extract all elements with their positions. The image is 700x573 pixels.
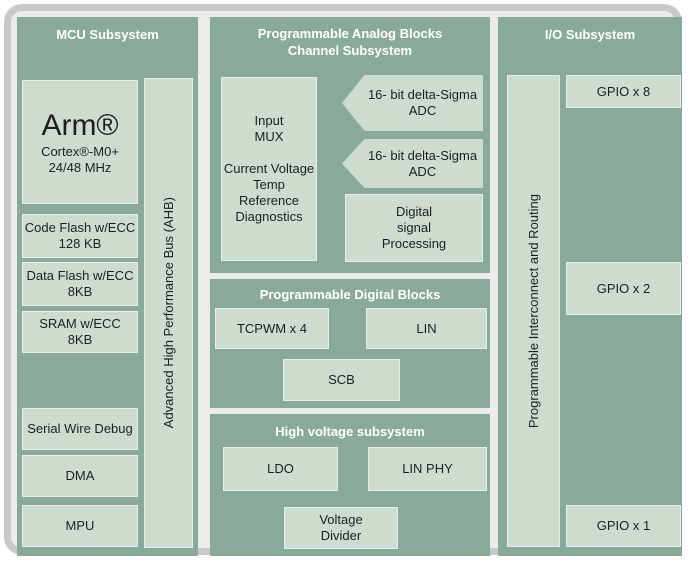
panel-analog-channel-subsystem: Programmable Analog Blocks Channel Subsy… bbox=[210, 17, 490, 273]
sram-label: SRAM w/ECC bbox=[39, 316, 121, 331]
code-flash-size: 128 KB bbox=[58, 236, 102, 251]
digital-blocks-title: Programmable Digital Blocks bbox=[259, 287, 441, 302]
block-digital-signal-processing: Digital signal Processing bbox=[345, 194, 483, 262]
gpio-x1-label: GPIO x 1 bbox=[596, 518, 651, 533]
block-tcpwm: TCPWM x 4 bbox=[215, 308, 329, 349]
block-ldo: LDO bbox=[223, 447, 338, 491]
input-mux-line5: Reference bbox=[239, 193, 299, 208]
block-data-flash: Data Flash w/ECC 8KB bbox=[22, 262, 138, 306]
serial-wire-debug-label: Serial Wire Debug bbox=[27, 421, 133, 436]
gpio-x8-label: GPIO x 8 bbox=[596, 83, 651, 99]
block-serial-wire-debug: Serial Wire Debug bbox=[22, 408, 138, 450]
code-flash-label: Code Flash w/ECC bbox=[24, 220, 136, 235]
block-gpio-x2: GPIO x 2 bbox=[566, 262, 681, 315]
block-sram: SRAM w/ECC 8KB bbox=[22, 311, 138, 353]
input-mux-line4: Temp bbox=[253, 177, 285, 192]
scb-label: SCB bbox=[328, 372, 355, 387]
sram-size: 8KB bbox=[67, 332, 93, 347]
ahb-bus-label: Advanced High Performance Bus (AHB) bbox=[160, 197, 176, 429]
input-mux-line3: Current Voltage bbox=[223, 161, 315, 176]
mpu-label: MPU bbox=[65, 518, 95, 533]
dsp-line1: Digital bbox=[395, 204, 433, 219]
adc1-line2: ADC bbox=[408, 103, 437, 118]
io-subsystem-title: I/O Subsystem bbox=[544, 27, 636, 42]
panel-high-voltage-subsystem: High voltage subsystem LDO LIN PHY Volta… bbox=[210, 414, 490, 556]
ldo-label: LDO bbox=[267, 461, 294, 476]
block-gpio-x1: GPIO x 1 bbox=[566, 505, 681, 547]
block-arm-cpu: Arm® Cortex®-M0+ 24/48 MHz bbox=[22, 80, 138, 204]
voltage-divider-line2: Divider bbox=[320, 528, 362, 543]
dsp-line2: signal bbox=[397, 220, 431, 235]
block-lin-phy: LIN PHY bbox=[368, 447, 487, 491]
voltage-divider-line1: Voltage bbox=[319, 512, 363, 527]
block-scb: SCB bbox=[283, 359, 400, 401]
tcpwm-label: TCPWM x 4 bbox=[236, 320, 308, 336]
data-flash-label: Data Flash w/ECC bbox=[26, 268, 134, 283]
block-dma: DMA bbox=[22, 455, 138, 497]
block-delta-sigma-adc-1: 16- bit delta-Sigma ADC bbox=[342, 75, 483, 131]
lin-label: LIN bbox=[416, 320, 437, 336]
adc2-line1: 16- bit delta-Sigma bbox=[367, 147, 478, 163]
analog-title-line2: Channel Subsystem bbox=[287, 43, 413, 58]
block-delta-sigma-adc-2: 16- bit delta-Sigma ADC bbox=[342, 139, 483, 188]
block-mpu: MPU bbox=[22, 505, 138, 547]
dsp-line3: Processing bbox=[381, 236, 447, 251]
adc2-line2: ADC bbox=[408, 163, 437, 179]
high-voltage-title: High voltage subsystem bbox=[275, 424, 425, 439]
interconnect-routing-label: Programmable Interconnect and Routing bbox=[525, 193, 541, 429]
cpu-core: Cortex®-M0+ bbox=[41, 144, 119, 159]
panel-digital-blocks: Programmable Digital Blocks TCPWM x 4 LI… bbox=[210, 279, 490, 408]
interconnect-routing-bar: Programmable Interconnect and Routing bbox=[507, 75, 560, 547]
gpio-x2-label: GPIO x 2 bbox=[596, 280, 651, 296]
input-mux-line6: Diagnostics bbox=[235, 209, 303, 224]
input-mux-line1: Input bbox=[254, 113, 284, 128]
cpu-frequency: 24/48 MHz bbox=[48, 160, 112, 175]
ahb-bus-bar: Advanced High Performance Bus (AHB) bbox=[144, 78, 193, 548]
block-gpio-x8: GPIO x 8 bbox=[566, 75, 681, 108]
block-lin: LIN bbox=[366, 308, 487, 349]
dma-label: DMA bbox=[65, 468, 95, 483]
panel-io-subsystem: I/O Subsystem Programmable Interconnect … bbox=[498, 17, 682, 556]
block-input-mux: Input MUX Current Voltage Temp Reference… bbox=[221, 77, 317, 261]
mcu-subsystem-title: MCU Subsystem bbox=[56, 27, 159, 42]
adc1-line1: 16- bit delta-Sigma bbox=[367, 87, 478, 102]
cpu-name: Arm® bbox=[41, 109, 119, 142]
analog-title-line1: Programmable Analog Blocks bbox=[257, 26, 443, 41]
data-flash-size: 8KB bbox=[67, 284, 93, 299]
panel-mcu-subsystem: MCU Subsystem Arm® Cortex®-M0+ 24/48 MHz… bbox=[17, 17, 198, 556]
input-mux-line2: MUX bbox=[254, 129, 284, 144]
block-voltage-divider: Voltage Divider bbox=[284, 507, 398, 549]
block-code-flash: Code Flash w/ECC 128 KB bbox=[22, 214, 138, 258]
analog-subsystem-title: Programmable Analog Blocks Channel Subsy… bbox=[210, 17, 490, 59]
lin-phy-label: LIN PHY bbox=[402, 461, 453, 476]
